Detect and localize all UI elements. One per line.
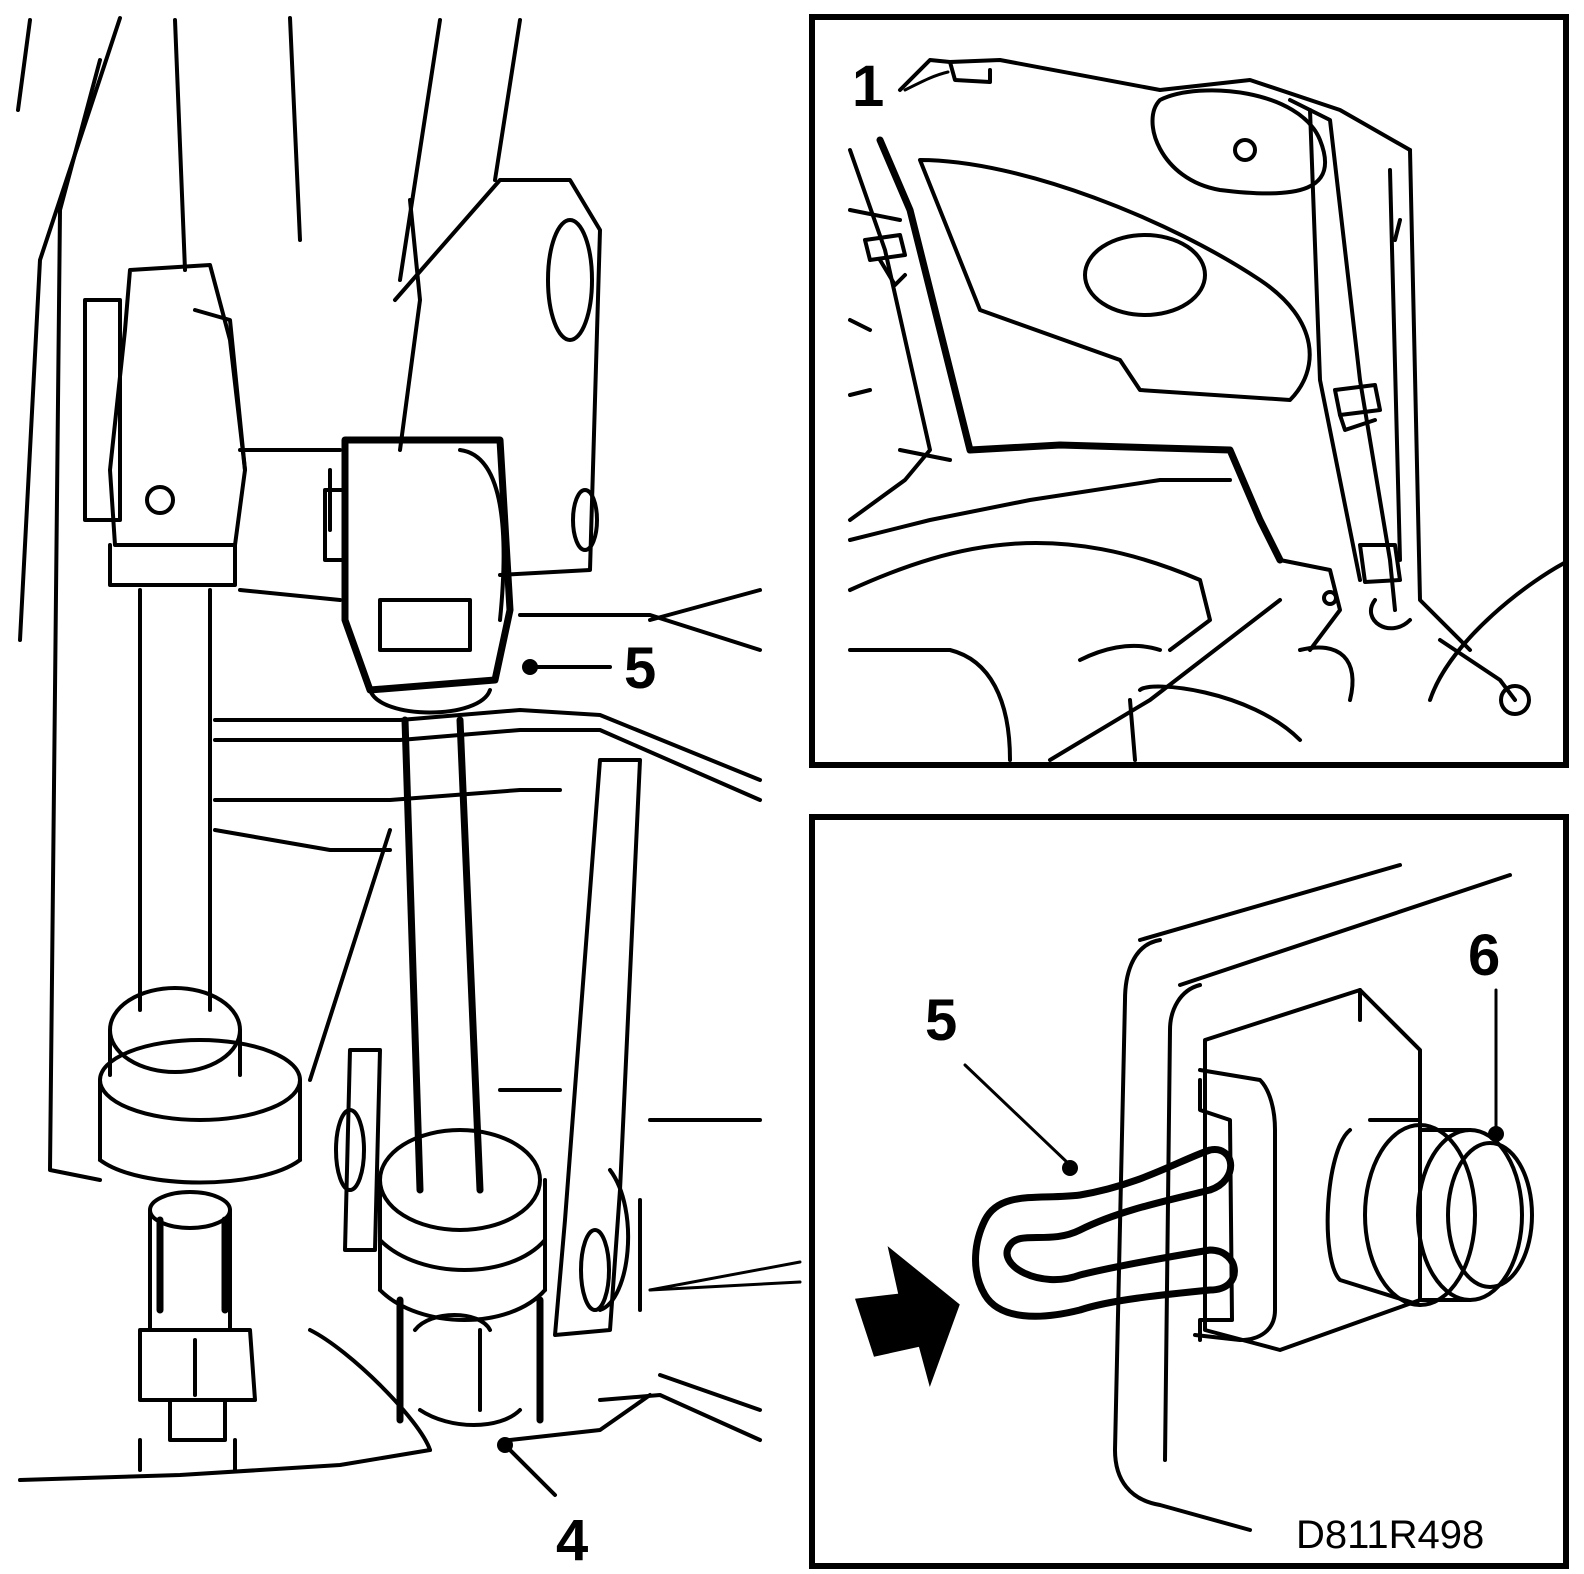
callout-4-main: 4	[556, 1508, 588, 1573]
callout-5-bottom-inset: 5	[925, 988, 957, 1053]
bottom-inset: 5 6 D811R498	[809, 814, 1569, 1569]
callout-1-top-inset: 1	[852, 54, 884, 119]
figure-code: D811R498	[1296, 1513, 1484, 1557]
top-inset: 1	[809, 14, 1569, 768]
callout-6-bottom-inset: 6	[1468, 923, 1500, 988]
main-view: 5 4	[16, 16, 802, 1573]
filled-arrow-right-icon	[855, 1246, 960, 1387]
callout-5-main: 5	[624, 636, 656, 701]
